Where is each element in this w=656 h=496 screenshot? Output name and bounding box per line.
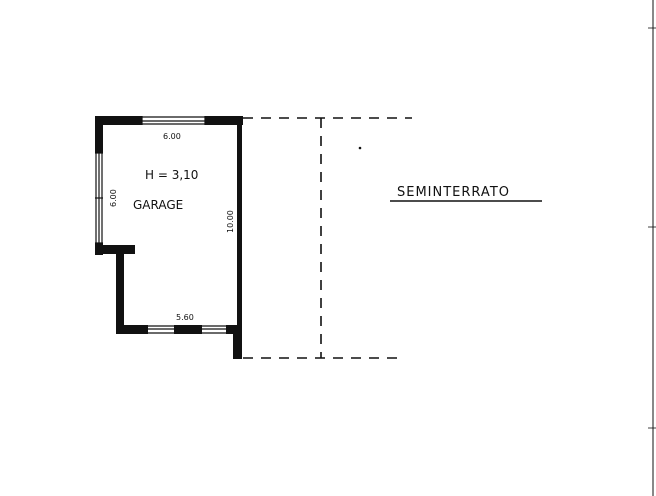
- wall-top-left: [95, 116, 142, 125]
- marker-dot: [358, 146, 362, 150]
- garage-walls: [95, 116, 243, 359]
- dim-right: 10.00: [226, 210, 235, 233]
- seminterrato-outline: [243, 117, 412, 359]
- wall-inner-left: [116, 245, 124, 334]
- wall-left-upper: [95, 116, 103, 153]
- room-name-label: GARAGE: [133, 198, 183, 212]
- wall-bottom-mid: [174, 325, 202, 334]
- garage-windows: [95, 116, 226, 334]
- wall-bottom-left: [116, 325, 148, 334]
- dim-bottom: 5.60: [176, 313, 194, 322]
- dim-left: 6.00: [109, 189, 118, 207]
- page-edge: [648, 0, 656, 496]
- wall-top-right: [205, 116, 243, 125]
- room-height-label: H = 3,10: [145, 168, 198, 182]
- wall-right-foot: [233, 334, 242, 359]
- wall-right: [237, 116, 242, 359]
- wall-step: [95, 245, 135, 254]
- dim-top: 6.00: [163, 132, 181, 141]
- seminterrato-label: SEMINTERRATO: [397, 185, 510, 200]
- wall-bottom-right: [226, 325, 242, 334]
